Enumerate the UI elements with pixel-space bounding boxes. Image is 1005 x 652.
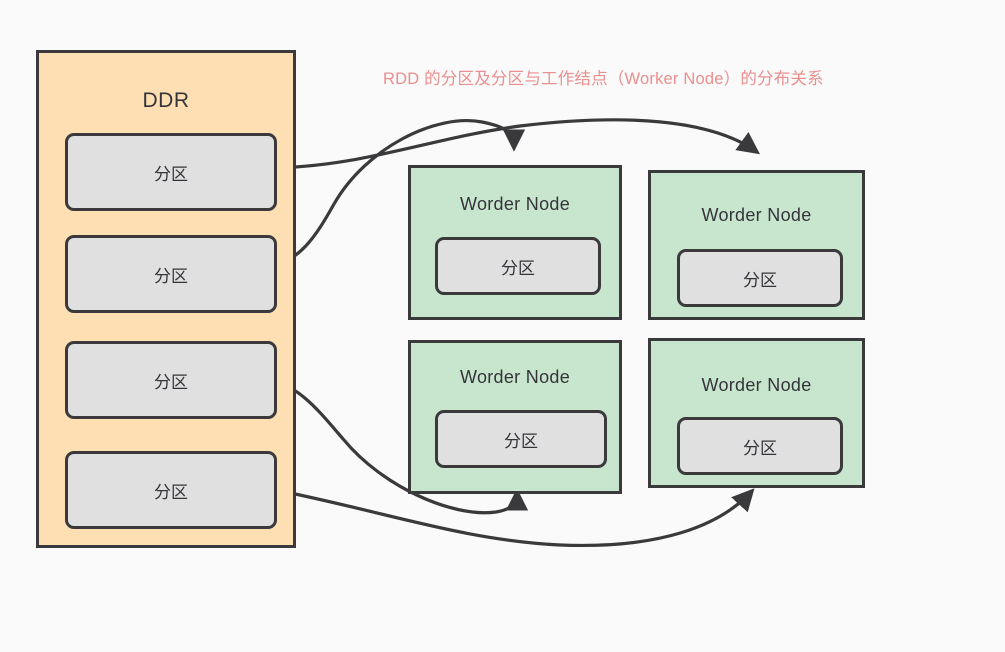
worker-node-4-partition[interactable]: 分区 xyxy=(677,417,843,475)
ddr-partition-4-label: 分区 xyxy=(154,482,188,502)
worker-node-1[interactable]: Worder Node 分区 xyxy=(408,165,622,320)
worker-node-1-partition-label: 分区 xyxy=(501,258,535,278)
edge-p4-to-worker4 xyxy=(265,486,755,548)
ddr-partition-3-label: 分区 xyxy=(154,372,188,392)
worker-node-3[interactable]: Worder Node 分区 xyxy=(408,340,622,494)
worker-node-2-title: Worder Node xyxy=(701,205,812,225)
ddr-container[interactable]: DDR 分区 分区 分区 分区 xyxy=(36,50,296,548)
ddr-partition-1-label: 分区 xyxy=(154,164,188,184)
ddr-partition-4[interactable]: 分区 xyxy=(65,451,277,529)
diagram-caption: RDD 的分区及分区与工作结点（Worker Node）的分布关系 xyxy=(383,70,824,88)
ddr-partition-1[interactable]: 分区 xyxy=(65,133,277,211)
ddr-partition-2-label: 分区 xyxy=(154,266,188,286)
worker-node-2[interactable]: Worder Node 分区 xyxy=(648,170,865,320)
ddr-partition-3[interactable]: 分区 xyxy=(65,341,277,419)
worker-node-2-partition[interactable]: 分区 xyxy=(677,249,843,307)
worker-node-4-title: Worder Node xyxy=(701,375,812,395)
worker-node-1-partition[interactable]: 分区 xyxy=(435,237,601,295)
ddr-title: DDR xyxy=(142,89,190,112)
ddr-partition-2[interactable]: 分区 xyxy=(65,235,277,313)
edge-p1-to-worker2 xyxy=(265,118,761,170)
worker-node-3-title: Worder Node xyxy=(459,367,571,387)
worker-node-3-partition[interactable]: 分区 xyxy=(435,410,607,468)
worker-node-4-partition-label: 分区 xyxy=(743,438,777,458)
worker-node-1-title: Worder Node xyxy=(459,194,571,214)
worker-node-2-partition-label: 分区 xyxy=(743,270,777,290)
worker-node-3-partition-label: 分区 xyxy=(504,431,538,451)
worker-node-4[interactable]: Worder Node 分区 xyxy=(648,338,865,488)
